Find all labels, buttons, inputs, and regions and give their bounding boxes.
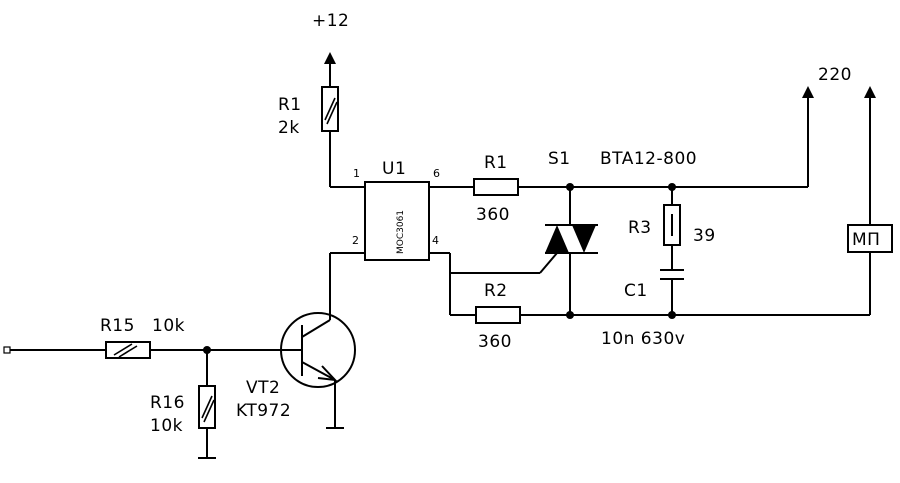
r1-top-name: R1 [278,95,302,115]
vt2-name: VT2 [246,378,280,398]
resistor-r1-top: R1 2k [278,55,365,188]
bottom-rail: МП [570,224,893,316]
supply-220-label: 220 [818,65,852,85]
r2-name: R2 [484,281,508,301]
u1-pin4: 4 [432,234,439,247]
r16-name: R16 [150,393,185,413]
u1-pin1: 1 [353,167,360,180]
u1-pin2: 2 [352,234,359,247]
r16-value: 10k [150,416,183,436]
junction-dot [566,311,574,319]
u1-part-label: MOC3061 [396,210,406,254]
junction-dot [668,311,676,319]
resistor-r1-gate: R1 360 [473,153,570,225]
r1-top-value: 2k [278,118,300,138]
triac-part: BTA12-800 [600,149,697,169]
r15-value: 10k [152,316,185,336]
r15-name: R15 [100,316,135,336]
r1-gate-value: 360 [476,205,510,225]
input-terminal [3,346,11,354]
top-rail: 220 [570,65,876,225]
u1-name: U1 [382,159,406,179]
supply-12v-label: +12 [312,11,349,31]
junction-dot [566,183,574,191]
c1-name: C1 [624,281,648,301]
r1-gate-name: R1 [484,153,508,173]
triac-name: S1 [548,149,571,169]
input-stage: R15 10k R16 10k VT2 KT972 [3,312,356,459]
r3-name: R3 [628,218,652,238]
triac-s1: S1 BTA12-800 [450,149,697,315]
snubber-r3-c1: R3 39 C1 10n 630v [601,187,716,349]
load-label: МП [852,230,880,250]
resistor-r2: R2 360 [475,281,570,352]
u1-pin6: 6 [433,167,440,180]
vt2-part: KT972 [236,401,291,421]
r2-value: 360 [478,332,512,352]
junction-dot [668,183,676,191]
optocoupler-u1: MOC3061 U1 1 2 4 6 [329,159,476,320]
c1-value: 10n 630v [601,329,685,349]
r3-value: 39 [693,226,716,246]
